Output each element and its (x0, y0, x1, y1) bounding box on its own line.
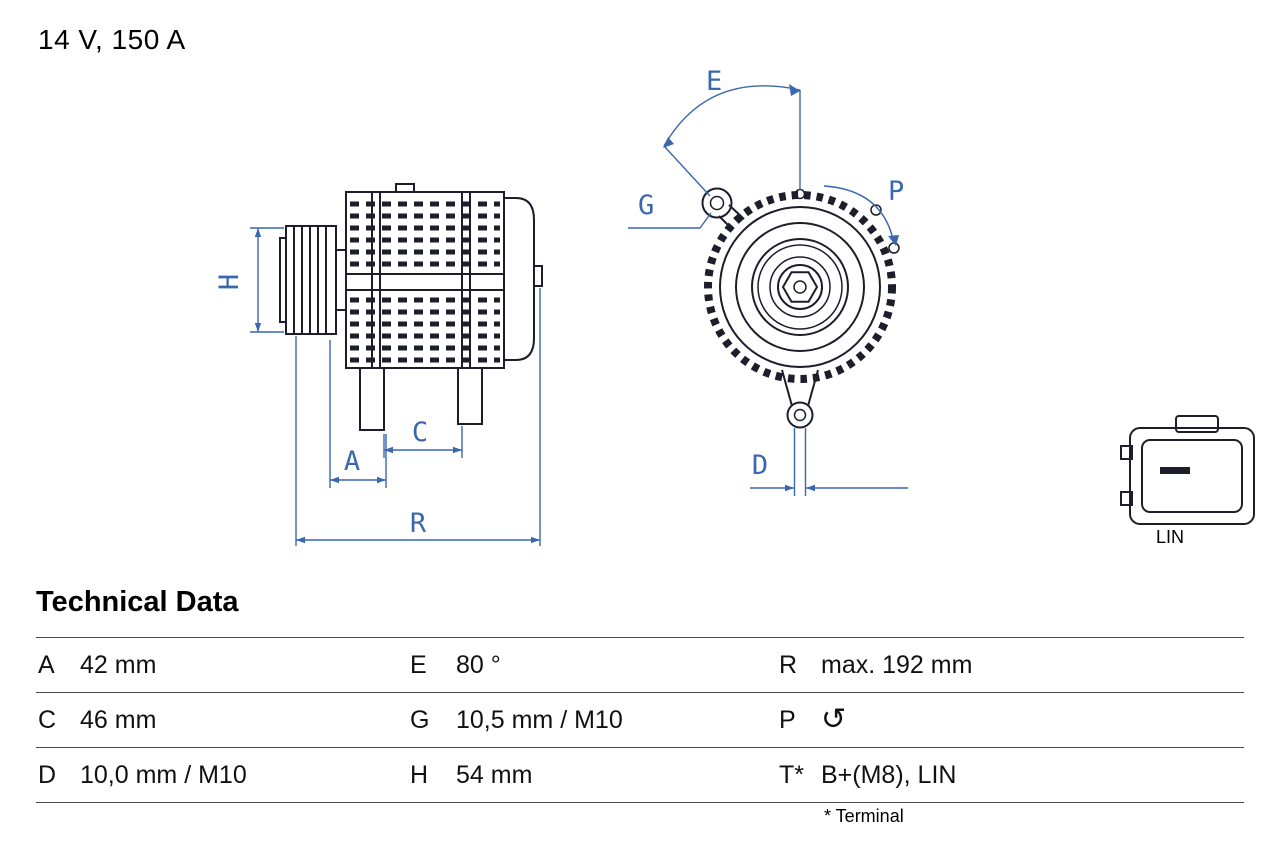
lin-pin (1160, 467, 1190, 474)
spec-key: A (38, 650, 55, 679)
dimension-label-p: P (888, 176, 904, 207)
technical-drawing: H A C R (214, 66, 1255, 547)
spec-key: C (38, 705, 57, 734)
spec-value: 54 mm (456, 760, 533, 789)
cooling-fins (350, 201, 500, 363)
dimension-label-d: D (752, 450, 768, 481)
connector-label: LIN (1156, 527, 1184, 547)
dimension-label-r: R (410, 508, 427, 539)
spec-value: B+(M8), LIN (821, 760, 957, 789)
side-view (279, 183, 543, 431)
technical-data-table: A 42 mm E 80 ° R max. 192 mm C 46 mm G 1… (36, 637, 1244, 803)
connector-diagram (1120, 415, 1255, 525)
front-view-dimensions (628, 84, 908, 496)
dimension-label-g: G (638, 190, 654, 221)
spec-key: E (410, 650, 427, 679)
rotation-direction-icon: ↺ (821, 702, 847, 737)
spec-value: max. 192 mm (821, 650, 973, 679)
table-row: D 10,0 mm / M10 H 54 mm T* B+(M8), LIN (36, 748, 1244, 803)
spec-key: P (779, 705, 796, 734)
spec-value: 42 mm (80, 650, 157, 679)
spec-key: D (38, 760, 57, 789)
spec-key: H (410, 760, 429, 789)
bottom-mounting-lug (781, 369, 819, 429)
front-view (701, 187, 900, 429)
dimension-label-e: E (706, 66, 722, 97)
dimension-label-h: H (214, 274, 245, 290)
spec-value: 46 mm (80, 705, 157, 734)
spec-key: G (410, 705, 430, 734)
stator-body (345, 183, 543, 369)
fan-ring (704, 191, 896, 383)
terminal-footnote: * Terminal (824, 806, 904, 826)
side-view-dimensions (250, 227, 541, 546)
table-row: A 42 mm E 80 ° R max. 192 mm (36, 638, 1244, 693)
spec-key: R (779, 650, 798, 679)
inner-rings (735, 222, 865, 352)
spec-key: T* (779, 760, 804, 789)
mounting-feet (359, 367, 483, 431)
spec-value: 10,5 mm / M10 (456, 705, 623, 734)
rating-label: 14 V, 150 A (38, 24, 186, 55)
table-row: C 46 mm G 10,5 mm / M10 P ↺ (36, 693, 1244, 748)
shaft (335, 249, 347, 311)
top-left-mounting-lug (701, 187, 745, 231)
section-title: Technical Data (36, 586, 239, 618)
spec-value: 80 ° (456, 650, 501, 679)
shaft-nut (781, 271, 819, 303)
dimension-label-c: C (412, 417, 428, 448)
spec-value: 10,0 mm / M10 (80, 760, 247, 789)
pulley (279, 225, 337, 335)
dimension-label-a: A (344, 446, 360, 477)
